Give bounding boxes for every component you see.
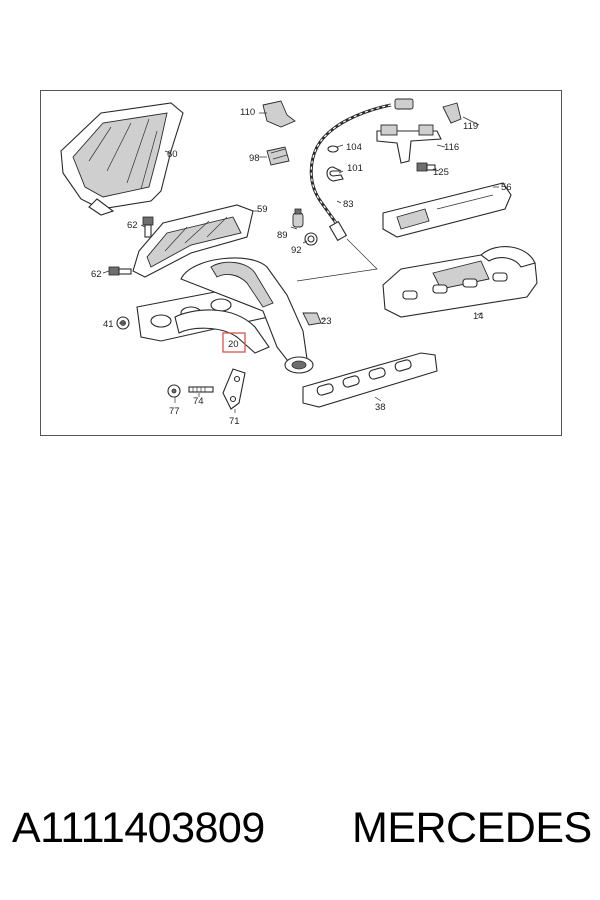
callout-23: 23 (321, 316, 332, 327)
callout-62-upper: 62 (127, 220, 138, 231)
part-62-bolt-lower (108, 266, 132, 276)
part-59-heat-shield (132, 204, 254, 278)
part-110-connector (262, 100, 296, 128)
part-77-nut (167, 384, 181, 398)
part-38-gasket (302, 352, 438, 408)
callout-38: 38 (375, 402, 386, 413)
part-89-plug (292, 208, 304, 228)
highlight-box-part-20 (222, 332, 246, 353)
callout-77: 77 (169, 406, 180, 417)
part-119-clip (442, 102, 462, 124)
part-101-clamp (326, 166, 344, 182)
callout-60: 60 (167, 149, 178, 160)
part-number: A1111403809 (12, 804, 265, 852)
part-71-bracket (222, 368, 246, 410)
part-62-bolt-upper (142, 216, 154, 238)
callout-20: 20 (228, 339, 239, 350)
part-74-stud (188, 386, 214, 393)
part-20-exhaust-manifold (136, 257, 314, 374)
part-116-bracket (376, 124, 442, 164)
part-83-oxygen-sensor (296, 98, 414, 282)
part-23-clip (302, 312, 322, 326)
callout-110: 110 (240, 107, 255, 118)
callout-104: 104 (346, 142, 362, 153)
part-92-seal (304, 232, 318, 246)
part-56-cover (382, 182, 512, 238)
part-125-bolt (416, 162, 436, 172)
callout-92: 92 (291, 245, 302, 256)
callout-125: 125 (433, 167, 449, 178)
callout-119: 119 (463, 121, 478, 132)
part-98-clip (266, 146, 290, 166)
part-14-right-manifold (382, 246, 538, 318)
callout-41: 41 (103, 319, 114, 330)
part-60-heat-shield (60, 102, 184, 216)
callout-98: 98 (249, 153, 260, 164)
exploded-parts-diagram: 110 119 104 116 98 101 125 60 56 83 59 6… (40, 90, 562, 436)
callout-71: 71 (229, 416, 240, 427)
callout-101: 101 (347, 163, 363, 174)
callout-56: 56 (501, 182, 512, 193)
diagram-drawing: 110 119 104 116 98 101 125 60 56 83 59 6… (60, 98, 538, 427)
callout-89: 89 (277, 230, 288, 241)
brand-name: MERCEDES (352, 804, 592, 852)
part-info-footer: A1111403809 MERCEDES (0, 800, 600, 870)
callout-14: 14 (473, 311, 484, 322)
callout-59: 59 (257, 204, 268, 215)
part-104-grommet (327, 145, 339, 153)
callout-83: 83 (343, 199, 354, 210)
callout-116: 116 (444, 142, 459, 153)
callout-62-lower: 62 (91, 269, 102, 280)
callout-74: 74 (193, 396, 204, 407)
